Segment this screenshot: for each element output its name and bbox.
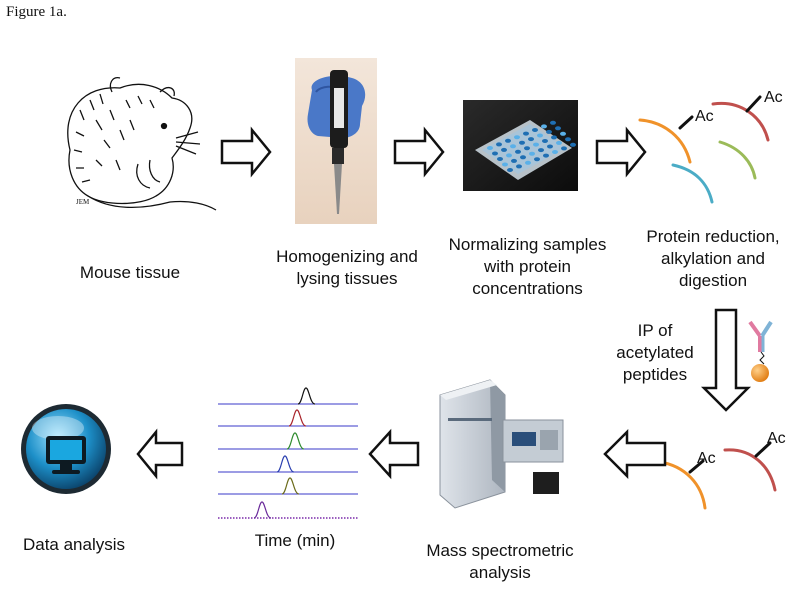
label-ip-line1: IP of <box>637 321 673 340</box>
arrow-left-3 <box>136 428 184 480</box>
plate-well <box>532 128 538 132</box>
chromatogram-peak <box>276 455 295 473</box>
ac-label-4: Ac <box>767 430 786 447</box>
plate-well <box>552 150 558 154</box>
label-mouse-tissue: Mouse tissue <box>79 263 181 282</box>
plate-well <box>524 146 530 151</box>
plate-well <box>550 120 556 125</box>
label-reduction: Protein reduction, alkylation and digest… <box>628 226 798 292</box>
plate-well <box>523 131 529 136</box>
mouse-illustration <box>67 77 217 211</box>
chromatogram-peak <box>297 387 316 405</box>
plate-well <box>565 137 571 142</box>
plate-well <box>501 147 507 152</box>
label-reduction-line2: alkylation and <box>661 249 765 268</box>
plate-well <box>528 137 534 142</box>
computer-icon <box>21 404 111 494</box>
plate-well <box>514 135 520 140</box>
plate-well <box>551 135 557 140</box>
plate-well <box>497 157 503 161</box>
arrow-left-1 <box>603 428 667 480</box>
plate-well <box>506 153 512 158</box>
plate-well <box>529 151 535 156</box>
plate-well <box>561 146 567 151</box>
mass-spectrometer-image <box>439 379 564 509</box>
plate-well <box>533 142 539 147</box>
label-homogenize-line1: Homogenizing and <box>276 247 418 266</box>
plate-well <box>496 142 502 147</box>
plate-well <box>502 162 508 167</box>
arrow-right-2 <box>393 126 445 178</box>
chromatogram-stack <box>218 387 358 519</box>
ac-label-1: Ac <box>695 108 714 125</box>
arrow-right-1 <box>220 126 272 178</box>
plate-well <box>520 155 526 160</box>
plate-well <box>487 146 493 150</box>
chromatogram-peak <box>288 409 307 427</box>
plate-well <box>556 140 562 145</box>
ac-label-2: Ac <box>764 89 783 106</box>
label-normalize: Normalizing samples with protein concent… <box>440 234 615 300</box>
chromatogram-peak <box>281 477 300 495</box>
plate-well <box>510 144 516 149</box>
arrow-down <box>700 308 752 412</box>
plate-well <box>516 164 522 169</box>
chromatogram-peak <box>253 501 272 519</box>
label-normalize-line3: concentrations <box>472 279 583 298</box>
plate-well <box>555 126 561 131</box>
label-mass-spec-line2: analysis <box>469 563 531 582</box>
label-mass-spec: Mass spectrometric analysis <box>410 540 590 584</box>
arrow-left-2 <box>368 428 420 480</box>
plate-well <box>505 138 511 143</box>
mouse-signature: JEM <box>76 198 90 206</box>
plate-well <box>543 153 549 158</box>
label-ip: IP of acetylated peptides <box>600 320 710 386</box>
label-data-analysis: Data analysis <box>22 535 126 554</box>
flow-arrows <box>136 126 752 480</box>
arrow-right-3 <box>595 126 647 178</box>
chromatogram-peak <box>286 432 305 450</box>
label-normalize-line1: Normalizing samples <box>448 235 607 254</box>
plate-well <box>519 140 525 145</box>
label-normalize-line2: with protein <box>484 257 571 276</box>
plate-well <box>547 144 553 149</box>
label-reduction-line1: Protein reduction, <box>646 227 780 246</box>
plate-well <box>537 133 543 138</box>
plate-well <box>525 160 531 165</box>
label-ip-line2: acetylated <box>616 343 694 362</box>
peptides-bottom <box>658 441 777 510</box>
plate-well <box>515 149 521 154</box>
plate-well <box>570 142 576 147</box>
label-ip-line3: peptides <box>622 365 688 384</box>
label-time: Time (min) <box>254 531 336 550</box>
peptides-top <box>638 95 770 204</box>
plate-well <box>511 158 517 163</box>
antibody-bead-icon <box>748 320 773 382</box>
plate-well <box>538 148 544 153</box>
label-homogenize: Homogenizing and lysing tissues <box>262 246 432 290</box>
homogenizer-photo <box>295 58 377 224</box>
plate-well <box>507 168 513 172</box>
plate-well <box>546 129 552 134</box>
label-reduction-line3: digestion <box>678 271 748 290</box>
microplate-photo <box>463 100 578 191</box>
plate-well <box>541 124 547 129</box>
plate-well <box>542 139 548 143</box>
label-mass-spec-line1: Mass spectrometric <box>426 541 574 560</box>
plate-well <box>492 151 498 156</box>
plate-well <box>560 131 566 136</box>
figure-title: Figure 1a. <box>6 4 67 20</box>
ac-label-3: Ac <box>697 450 716 467</box>
label-homogenize-line2: lysing tissues <box>296 269 398 288</box>
plate-well <box>534 157 540 162</box>
